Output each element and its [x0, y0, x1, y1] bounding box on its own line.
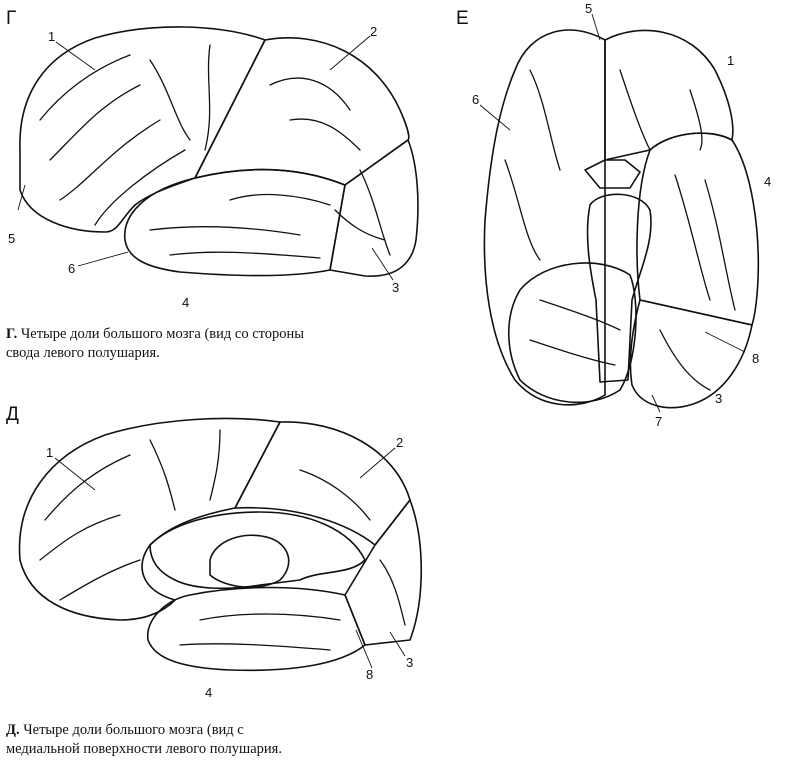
- e-brainstem: [586, 193, 652, 383]
- d-gyri: [39, 429, 406, 651]
- caption-d: Д. Четыре доли большого мозга (вид с мед…: [6, 721, 446, 759]
- leader-lines: [17, 13, 746, 669]
- panel-letter-e: Е: [456, 8, 469, 29]
- g-label-4: 4: [182, 295, 190, 310]
- d-occipital-lobe: [344, 499, 422, 646]
- e-left-hemisphere: [483, 29, 606, 406]
- e-gyri: [504, 69, 736, 391]
- caption-d-line1: Четыре доли большого мозга (вид с: [23, 722, 244, 738]
- d-corpus-callosum: [149, 511, 366, 590]
- e-occipital-lobe: [629, 299, 753, 409]
- g-label-5: 5: [8, 231, 16, 246]
- caption-g-bold: Г.: [6, 326, 18, 342]
- g-label-1: 1: [48, 29, 56, 44]
- g-temporal-lobe: [124, 168, 346, 277]
- e-chiasm: [584, 159, 641, 189]
- d-label-3: 3: [406, 655, 414, 670]
- e-frontal-lobe: [604, 29, 734, 161]
- d-label-4: 4: [205, 685, 213, 700]
- caption-g: Г. Четыре доли большого мозга (вид со ст…: [6, 325, 446, 363]
- d-label-1: 1: [46, 445, 54, 460]
- d-parietal-lobe: [234, 421, 411, 546]
- e-label-1: 1: [727, 53, 735, 68]
- e-temporal-lobe: [636, 132, 760, 326]
- e-label-3: 3: [715, 391, 723, 406]
- caption-g-line1: Четыре доли большого мозга (вид со сторо…: [20, 326, 305, 342]
- g-occipital-lobe: [329, 139, 419, 277]
- caption-d-bold: Д.: [6, 722, 20, 738]
- d-label-8: 8: [366, 667, 374, 682]
- panel-d-medial-view: [18, 417, 422, 672]
- e-label-7: 7: [655, 414, 663, 429]
- d-thalamus: [209, 534, 290, 588]
- g-sulci: [39, 44, 391, 259]
- d-frontal-lobe: [18, 417, 281, 621]
- panel-e-inferior-view: [483, 29, 760, 409]
- e-label-6: 6: [472, 92, 480, 107]
- g-label-6: 6: [68, 261, 76, 276]
- e-cerebellum: [507, 262, 637, 404]
- panel-g-lateral-view: [19, 26, 419, 277]
- caption-g-line2: свода левого полушария.: [6, 345, 160, 361]
- e-label-5: 5: [585, 1, 593, 16]
- e-label-4: 4: [764, 174, 772, 189]
- panel-letter-d: Д: [6, 404, 19, 425]
- caption-d-line2: медиальной поверхности левого полушария.: [6, 741, 282, 757]
- d-temporal-lobe: [147, 586, 366, 672]
- g-label-2: 2: [370, 24, 378, 39]
- panel-letter-g: Г: [6, 8, 17, 29]
- d-label-2: 2: [396, 435, 404, 450]
- e-label-8: 8: [752, 351, 760, 366]
- g-label-3: 3: [392, 280, 400, 295]
